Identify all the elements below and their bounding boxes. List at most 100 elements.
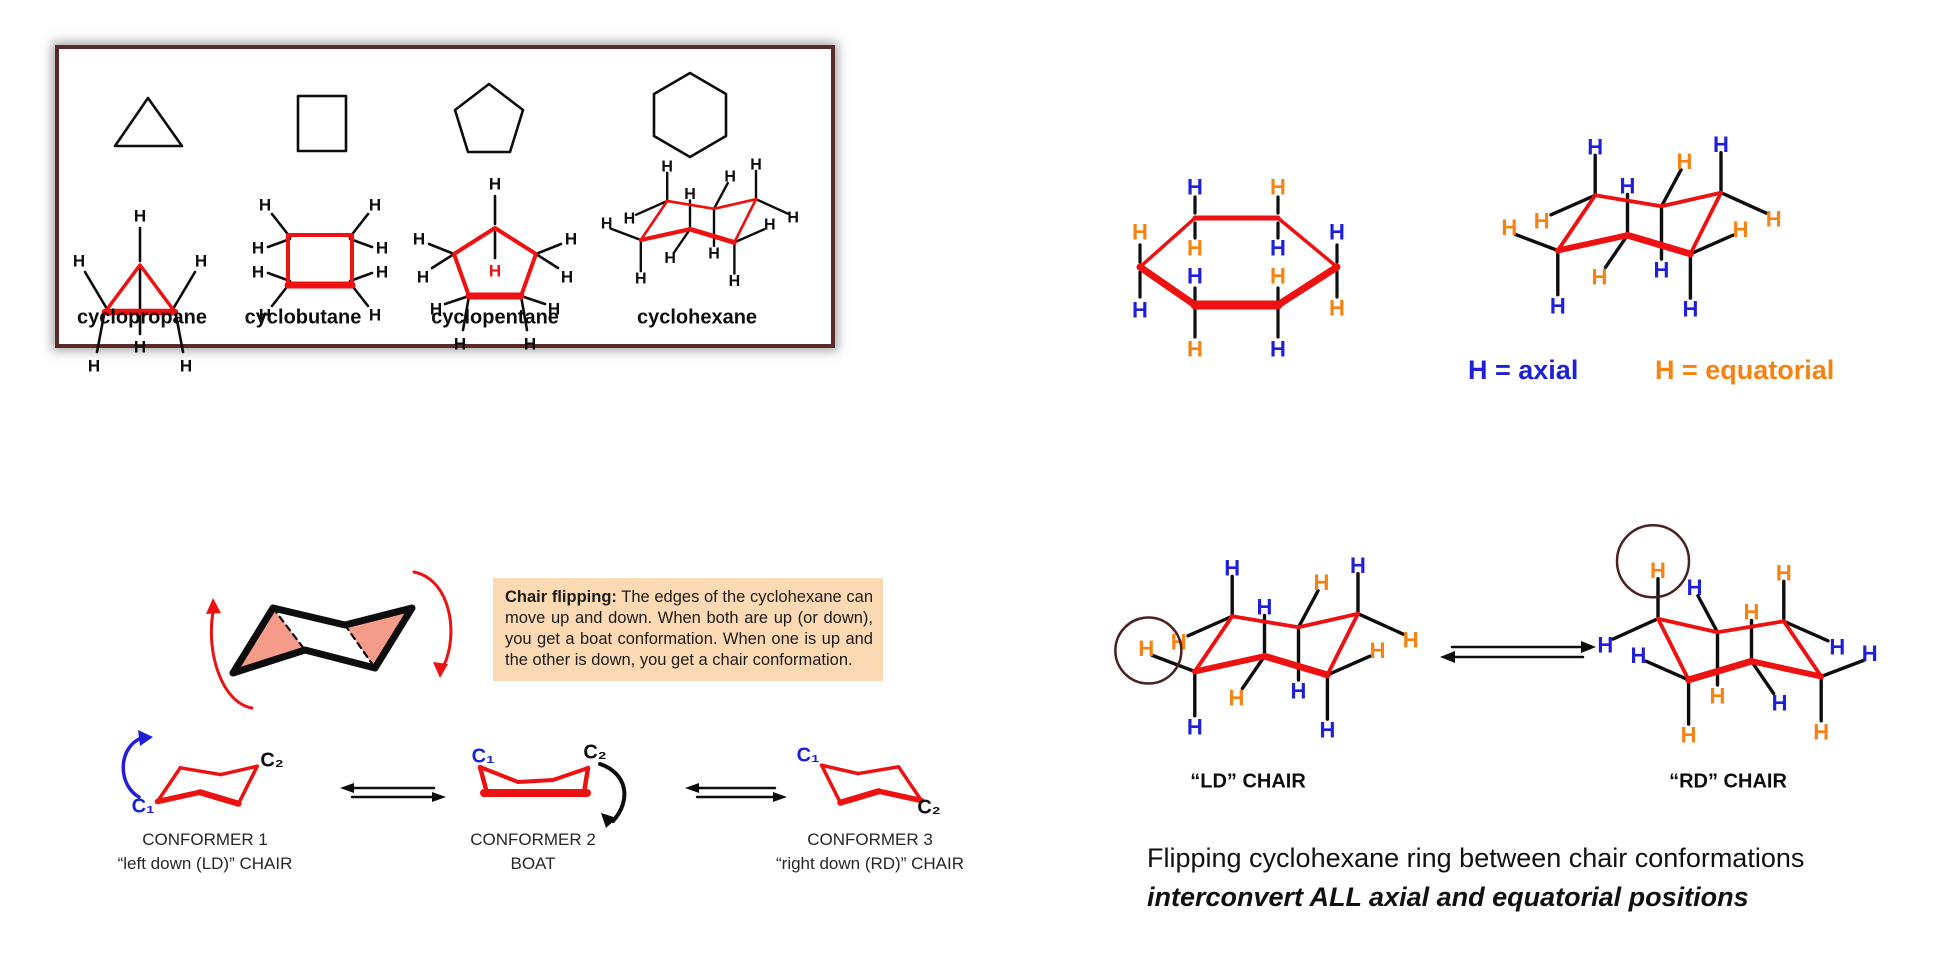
svg-text:H: H <box>454 335 466 354</box>
svg-text:H: H <box>369 306 381 325</box>
conformer3-title: CONFORMER 3 <box>807 830 933 849</box>
svg-text:H: H <box>1403 628 1419 653</box>
svg-text:H: H <box>1682 297 1698 322</box>
conformer2-c2-label: C₂ <box>583 741 607 764</box>
svg-text:H: H <box>561 268 573 287</box>
svg-text:H: H <box>1270 236 1286 261</box>
chair-flipping-note: Chair flipping: The edges of the cyclohe… <box>493 578 883 681</box>
conformer1-chair <box>154 764 259 807</box>
conformer3-chair <box>819 763 925 806</box>
svg-text:H: H <box>1829 634 1845 659</box>
svg-text:H: H <box>1187 337 1203 362</box>
svg-text:H: H <box>73 252 85 271</box>
svg-text:H: H <box>1138 636 1154 661</box>
svg-text:H: H <box>724 169 736 186</box>
flip-caption-line2: interconvert ALL axial and equatorial po… <box>1147 882 1749 912</box>
svg-text:H: H <box>787 209 799 226</box>
svg-text:H: H <box>489 175 501 194</box>
conformer1-title: CONFORMER 1 <box>142 830 268 849</box>
conformer3-subtitle: “right down (RD)” CHAIR <box>776 854 964 873</box>
svg-text:H: H <box>180 357 192 376</box>
svg-text:H: H <box>750 157 762 174</box>
svg-text:H: H <box>661 158 673 175</box>
svg-text:H: H <box>489 262 501 281</box>
conformer1-c2-label: C₂ <box>260 749 284 772</box>
label-cyclopropane: cyclopropane <box>76 306 208 329</box>
svg-text:H: H <box>1229 685 1245 710</box>
chair-flipping-note-lead: Chair flipping: <box>505 588 617 606</box>
legend-equatorial: H = equatorial <box>1655 355 1835 385</box>
svg-text:H: H <box>601 215 613 232</box>
conformer-rotation-arrows <box>121 730 627 828</box>
label-cyclohexane: cyclohexane <box>636 306 758 329</box>
svg-text:H: H <box>376 263 388 282</box>
svg-text:H: H <box>1813 719 1829 744</box>
svg-text:H: H <box>1370 638 1386 663</box>
conformer3-c1-label: C₁ <box>796 744 820 767</box>
svg-text:H: H <box>1350 553 1366 578</box>
chair-flipping-note-body: The edges of the cyclohexane can move up… <box>505 588 873 669</box>
svg-text:H: H <box>565 230 577 249</box>
svg-text:H: H <box>1862 641 1878 666</box>
svg-text:H: H <box>684 186 696 203</box>
ring-skeleton-shapes <box>113 71 728 159</box>
conformer2-c1-label: C₁ <box>471 745 495 768</box>
svg-text:H: H <box>1224 555 1240 580</box>
svg-text:H: H <box>708 245 720 262</box>
svg-text:H: H <box>1772 690 1788 715</box>
conformer1-c1-label: C₁ <box>131 795 155 818</box>
svg-text:H: H <box>252 239 264 258</box>
svg-text:H: H <box>195 252 207 271</box>
svg-text:H: H <box>1550 293 1566 318</box>
conformer2-subtitle: BOAT <box>510 854 556 873</box>
svg-text:H: H <box>1687 575 1703 600</box>
svg-text:H: H <box>635 271 647 288</box>
svg-text:H: H <box>1132 220 1148 245</box>
svg-text:H: H <box>1329 296 1345 321</box>
cycloalkanes-box <box>55 45 835 348</box>
svg-text:H: H <box>1677 149 1693 174</box>
svg-text:H: H <box>413 230 425 249</box>
svg-text:H: H <box>1270 337 1286 362</box>
svg-text:H: H <box>134 338 146 357</box>
svg-text:H: H <box>664 250 676 267</box>
svg-text:H: H <box>764 217 776 234</box>
svg-text:H: H <box>1319 718 1335 743</box>
svg-text:H: H <box>1187 175 1203 200</box>
svg-text:H: H <box>1270 175 1286 200</box>
svg-text:H: H <box>88 357 100 376</box>
svg-text:H: H <box>1187 236 1203 261</box>
svg-text:H: H <box>729 273 741 290</box>
conformer3-c2-label: C₂ <box>917 796 941 819</box>
svg-text:H: H <box>1132 298 1148 323</box>
svg-text:H: H <box>417 268 429 287</box>
svg-text:H: H <box>1314 570 1330 595</box>
svg-text:H: H <box>369 196 381 215</box>
svg-text:H: H <box>1187 264 1203 289</box>
svg-text:H: H <box>1733 217 1749 242</box>
svg-text:H: H <box>1744 599 1760 624</box>
svg-text:H: H <box>1597 633 1613 658</box>
svg-text:H: H <box>252 263 264 282</box>
equilibrium-arrows <box>340 641 1596 802</box>
conformer2-title: CONFORMER 2 <box>470 830 596 849</box>
label-cyclobutane: cyclobutane <box>244 306 362 329</box>
svg-text:H: H <box>1171 629 1187 654</box>
conformer2-boat <box>477 764 591 797</box>
legend-axial: H = axial <box>1468 355 1579 385</box>
svg-text:H: H <box>1270 264 1286 289</box>
svg-text:H: H <box>1291 679 1307 704</box>
svg-text:H: H <box>1501 215 1517 240</box>
svg-text:H: H <box>1766 207 1782 232</box>
label-cyclopentane: cyclopentane <box>431 306 559 329</box>
svg-text:H: H <box>524 335 536 354</box>
